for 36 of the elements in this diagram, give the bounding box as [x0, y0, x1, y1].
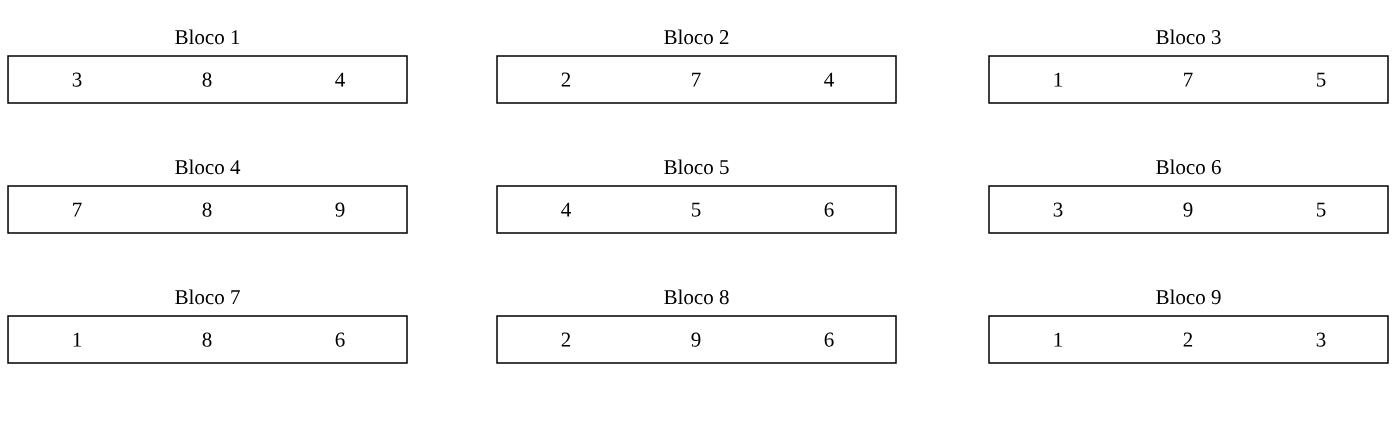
block-title: Bloco 1	[175, 29, 240, 45]
number: 4	[335, 72, 345, 87]
number: 8	[202, 332, 212, 347]
number: 6	[824, 202, 834, 217]
block-title: Bloco 5	[664, 159, 729, 175]
block-title: Bloco 4	[175, 159, 241, 175]
block-title: Bloco 9	[1156, 289, 1221, 305]
number: 1	[1054, 72, 1062, 87]
number: 3	[72, 72, 82, 87]
number: 2	[561, 332, 571, 347]
number: 3	[1053, 202, 1063, 217]
number: 3	[1316, 332, 1326, 347]
number: 1	[73, 332, 81, 347]
number: 9	[1183, 202, 1193, 217]
number: 5	[1316, 72, 1326, 87]
block-title: Bloco 8	[664, 289, 729, 305]
number: 6	[824, 332, 834, 347]
number: 5	[692, 202, 701, 217]
number: 9	[335, 202, 345, 217]
number: 7	[692, 72, 701, 87]
number: 4	[561, 202, 571, 217]
number: 7	[1184, 72, 1193, 87]
number: 4	[824, 72, 834, 87]
block-title: Bloco 7	[175, 289, 240, 305]
number: 8	[202, 72, 212, 87]
block-title: Bloco 6	[1156, 159, 1221, 175]
number: 1	[1054, 332, 1062, 347]
number: 5	[1316, 202, 1326, 217]
block-title: Bloco 2	[664, 29, 729, 45]
number: 9	[691, 332, 701, 347]
number: 6	[335, 332, 345, 347]
number: 2	[561, 72, 571, 87]
number: 8	[202, 202, 212, 217]
number: 7	[73, 202, 82, 217]
block-title: Bloco 3	[1156, 29, 1221, 45]
number: 2	[1183, 332, 1193, 347]
